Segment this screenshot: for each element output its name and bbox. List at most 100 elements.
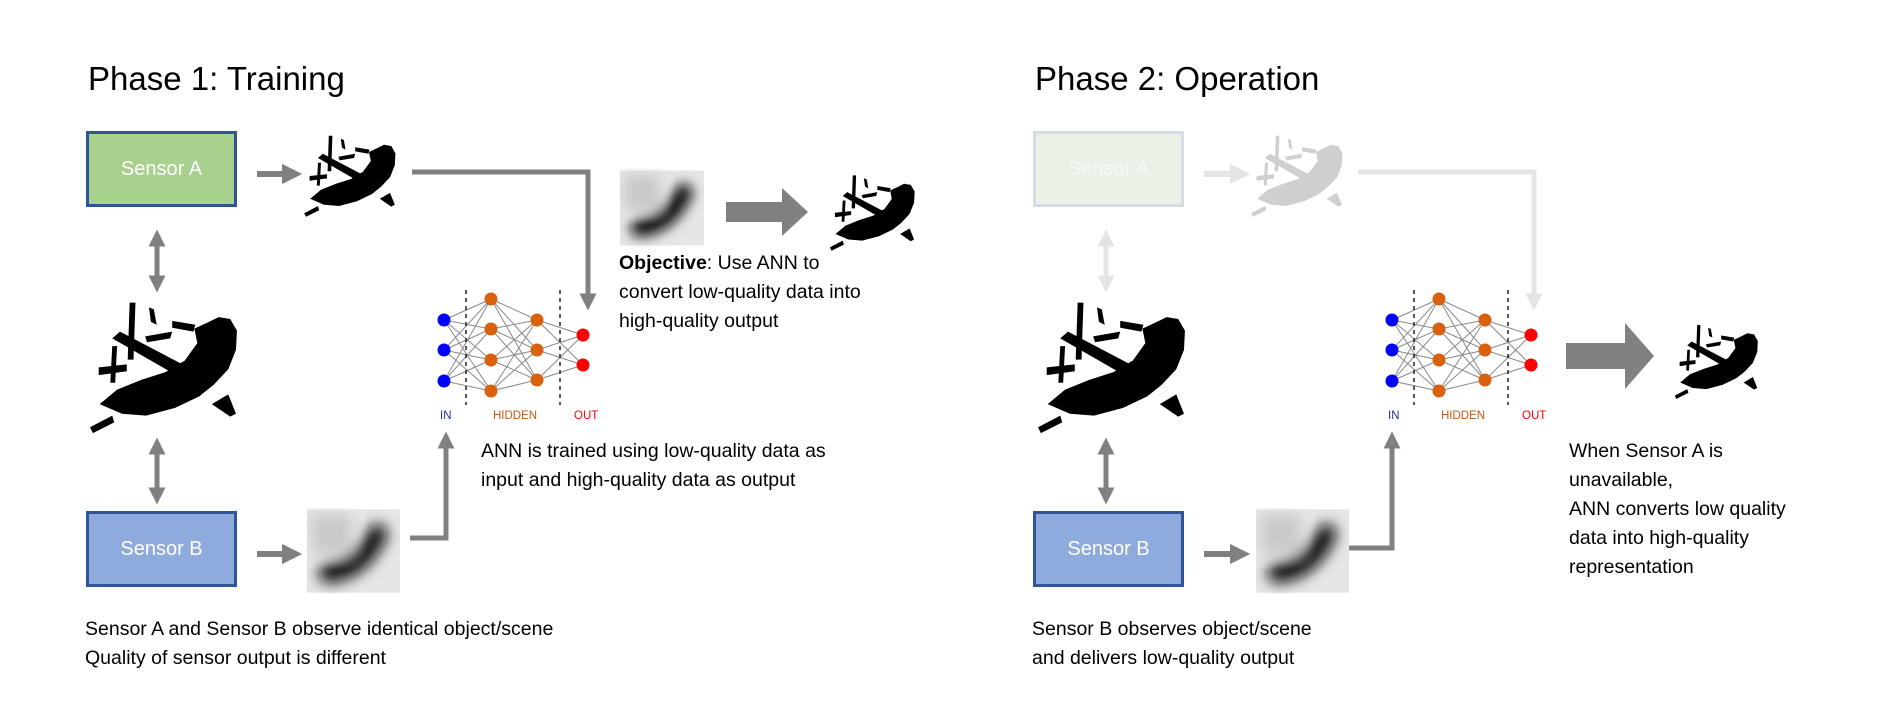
nn-node-hidden xyxy=(484,322,498,336)
nn-node-hidden xyxy=(1432,322,1446,336)
caption-line2: and delivers low-quality output xyxy=(1032,647,1295,669)
nn-edge xyxy=(443,298,492,382)
nn-edge xyxy=(1438,349,1486,392)
phase2-graphics xyxy=(1038,135,1758,593)
neural-network xyxy=(1385,290,1538,405)
nn-node-hidden xyxy=(530,343,544,357)
objective-line1: : Use ANN to xyxy=(706,252,820,274)
nn-label-in: IN xyxy=(440,410,452,422)
nn-node-hidden xyxy=(1432,353,1446,367)
nn-edge xyxy=(443,380,492,392)
nn-edge xyxy=(536,334,584,351)
big-arrow-icon xyxy=(1566,323,1654,389)
nn-edge xyxy=(490,379,538,392)
sensor-a-box-faded: Sensor A xyxy=(1033,131,1184,207)
nn-node-hidden xyxy=(484,353,498,367)
nn-edge xyxy=(490,319,538,330)
nn-node-hidden xyxy=(1478,343,1492,357)
nn-edge xyxy=(443,328,492,382)
ship-observed-object-icon xyxy=(90,302,237,434)
sensor-a-box: Sensor A xyxy=(86,131,237,207)
nn-node-input xyxy=(1385,313,1399,327)
connector-sensor-a-faded xyxy=(1358,169,1543,311)
nn-node-hidden xyxy=(530,373,544,387)
ship-high-quality-faded-icon xyxy=(1251,135,1343,217)
nn-edge xyxy=(490,349,538,392)
objective-label: Objective xyxy=(619,252,707,274)
nn-edge xyxy=(443,298,492,351)
result-line: unavailable, xyxy=(1569,469,1674,491)
nn-node-hidden xyxy=(1478,313,1492,327)
nn-node-input xyxy=(1385,343,1399,357)
nn-node-output xyxy=(576,328,590,342)
nn-edge xyxy=(490,319,538,392)
blurry-image-icon xyxy=(1256,509,1349,592)
nn-edge xyxy=(443,298,492,321)
ship-output-icon xyxy=(829,175,915,251)
nn-node-input xyxy=(437,374,451,388)
nn-edge xyxy=(1391,328,1440,382)
nn-node-output xyxy=(576,358,590,372)
blurry-image-icon xyxy=(307,509,400,592)
sensor-b-box: Sensor B xyxy=(1033,511,1184,587)
nn-edge xyxy=(1391,298,1440,382)
nn-edge xyxy=(443,359,492,382)
nn-edge xyxy=(1391,298,1440,321)
nn-node-hidden xyxy=(530,313,544,327)
ann-training-text: ANN is trained using low-quality data as… xyxy=(481,437,826,495)
nn-label-hidden: HIDDEN xyxy=(493,410,538,422)
objective-line2: convert low-quality data into xyxy=(619,281,861,303)
caption-line2: Quality of sensor output is different xyxy=(85,647,386,669)
nn-edge xyxy=(1438,319,1486,361)
caption-line1: Sensor A and Sensor B observe identical … xyxy=(85,618,554,640)
nn-label-hidden: HIDDEN xyxy=(1441,410,1486,422)
nn-node-hidden xyxy=(484,384,498,398)
sensor-b-box: Sensor B xyxy=(86,511,237,587)
result-line: representation xyxy=(1569,556,1694,578)
connector-sensor-b-to-ann-input xyxy=(410,431,455,541)
nn-node-hidden xyxy=(1432,384,1446,398)
big-arrow-icon xyxy=(726,188,808,236)
nn-node-hidden xyxy=(484,292,498,306)
nn-edge xyxy=(1438,298,1486,321)
sensor-a-label: Sensor A xyxy=(120,157,203,180)
nn-edge xyxy=(1391,380,1440,392)
nn-label-out: OUT xyxy=(574,410,599,422)
nn-edge xyxy=(1438,319,1486,392)
nn-node-output xyxy=(1524,358,1538,372)
nn-node-output xyxy=(1524,328,1538,342)
result-line: ANN converts low quality xyxy=(1569,498,1786,520)
nn-label-in: IN xyxy=(1388,410,1400,422)
nn-node-input xyxy=(437,313,451,327)
operation-result-text: When Sensor A is unavailable, ANN conver… xyxy=(1569,437,1786,582)
objective-text: Objective: Use ANN to convert low-qualit… xyxy=(619,249,861,336)
nn-edge xyxy=(1484,334,1532,351)
phase1-caption: Sensor A and Sensor B observe identical … xyxy=(85,615,553,673)
nn-edge xyxy=(536,319,584,336)
caption-line1: Sensor B observes object/scene xyxy=(1032,618,1312,640)
ann-line1: ANN is trained using low-quality data as xyxy=(481,440,826,462)
nn-edge xyxy=(1484,319,1532,336)
phase1-graphics xyxy=(90,135,915,593)
sensor-b-label: Sensor B xyxy=(120,537,203,560)
connector-sensor-b-to-ann-input xyxy=(1349,431,1401,551)
phase2-title: Phase 2: Operation xyxy=(1035,60,1320,97)
phase1-title: Phase 1: Training xyxy=(88,60,345,97)
result-line: data into high-quality xyxy=(1569,527,1749,549)
objective-line3: high-quality output xyxy=(619,310,779,332)
ann-line2: input and high-quality data as output xyxy=(481,469,796,491)
nn-edge xyxy=(1391,359,1440,382)
ship-observed-object-icon xyxy=(1038,302,1185,434)
neural-network xyxy=(437,290,590,405)
nn-edge xyxy=(1438,379,1486,392)
ship-high-quality-icon xyxy=(304,135,396,217)
nn-label-out: OUT xyxy=(1522,410,1547,422)
sensor-b-label: Sensor B xyxy=(1067,537,1150,560)
blurry-image-icon xyxy=(620,170,704,245)
nn-node-hidden xyxy=(1478,373,1492,387)
nn-edge xyxy=(490,319,538,361)
sensor-a-label: Sensor A xyxy=(1067,157,1150,180)
nn-node-hidden xyxy=(1432,292,1446,306)
nn-edge xyxy=(1391,298,1440,351)
